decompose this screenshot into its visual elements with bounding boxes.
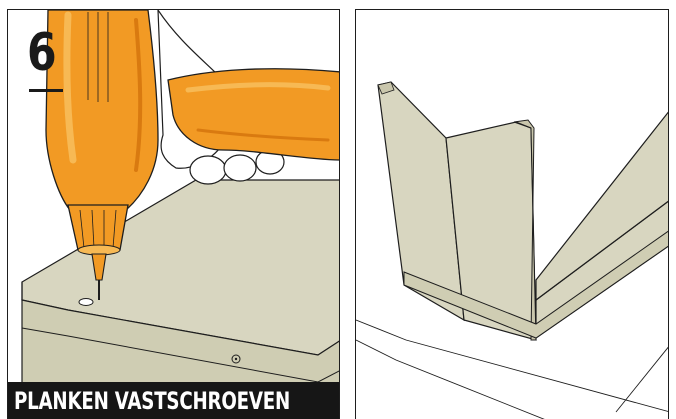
assembled-boards-corner-illustration (356, 10, 669, 419)
step-number-underline (29, 89, 63, 92)
step-title: PLANKEN VASTSCHROEVEN (14, 387, 310, 415)
instruction-panel-left: 6 PLANKEN VASTSCHROEVEN (7, 9, 340, 419)
step-caption: PLANKEN VASTSCHROEVEN (8, 382, 340, 419)
step-number: 6 (27, 27, 56, 79)
drill-chuck (68, 205, 128, 250)
screw-head-icon (79, 299, 93, 306)
drill-screwing-board-illustration (8, 10, 340, 419)
instruction-panel-right (355, 9, 669, 419)
